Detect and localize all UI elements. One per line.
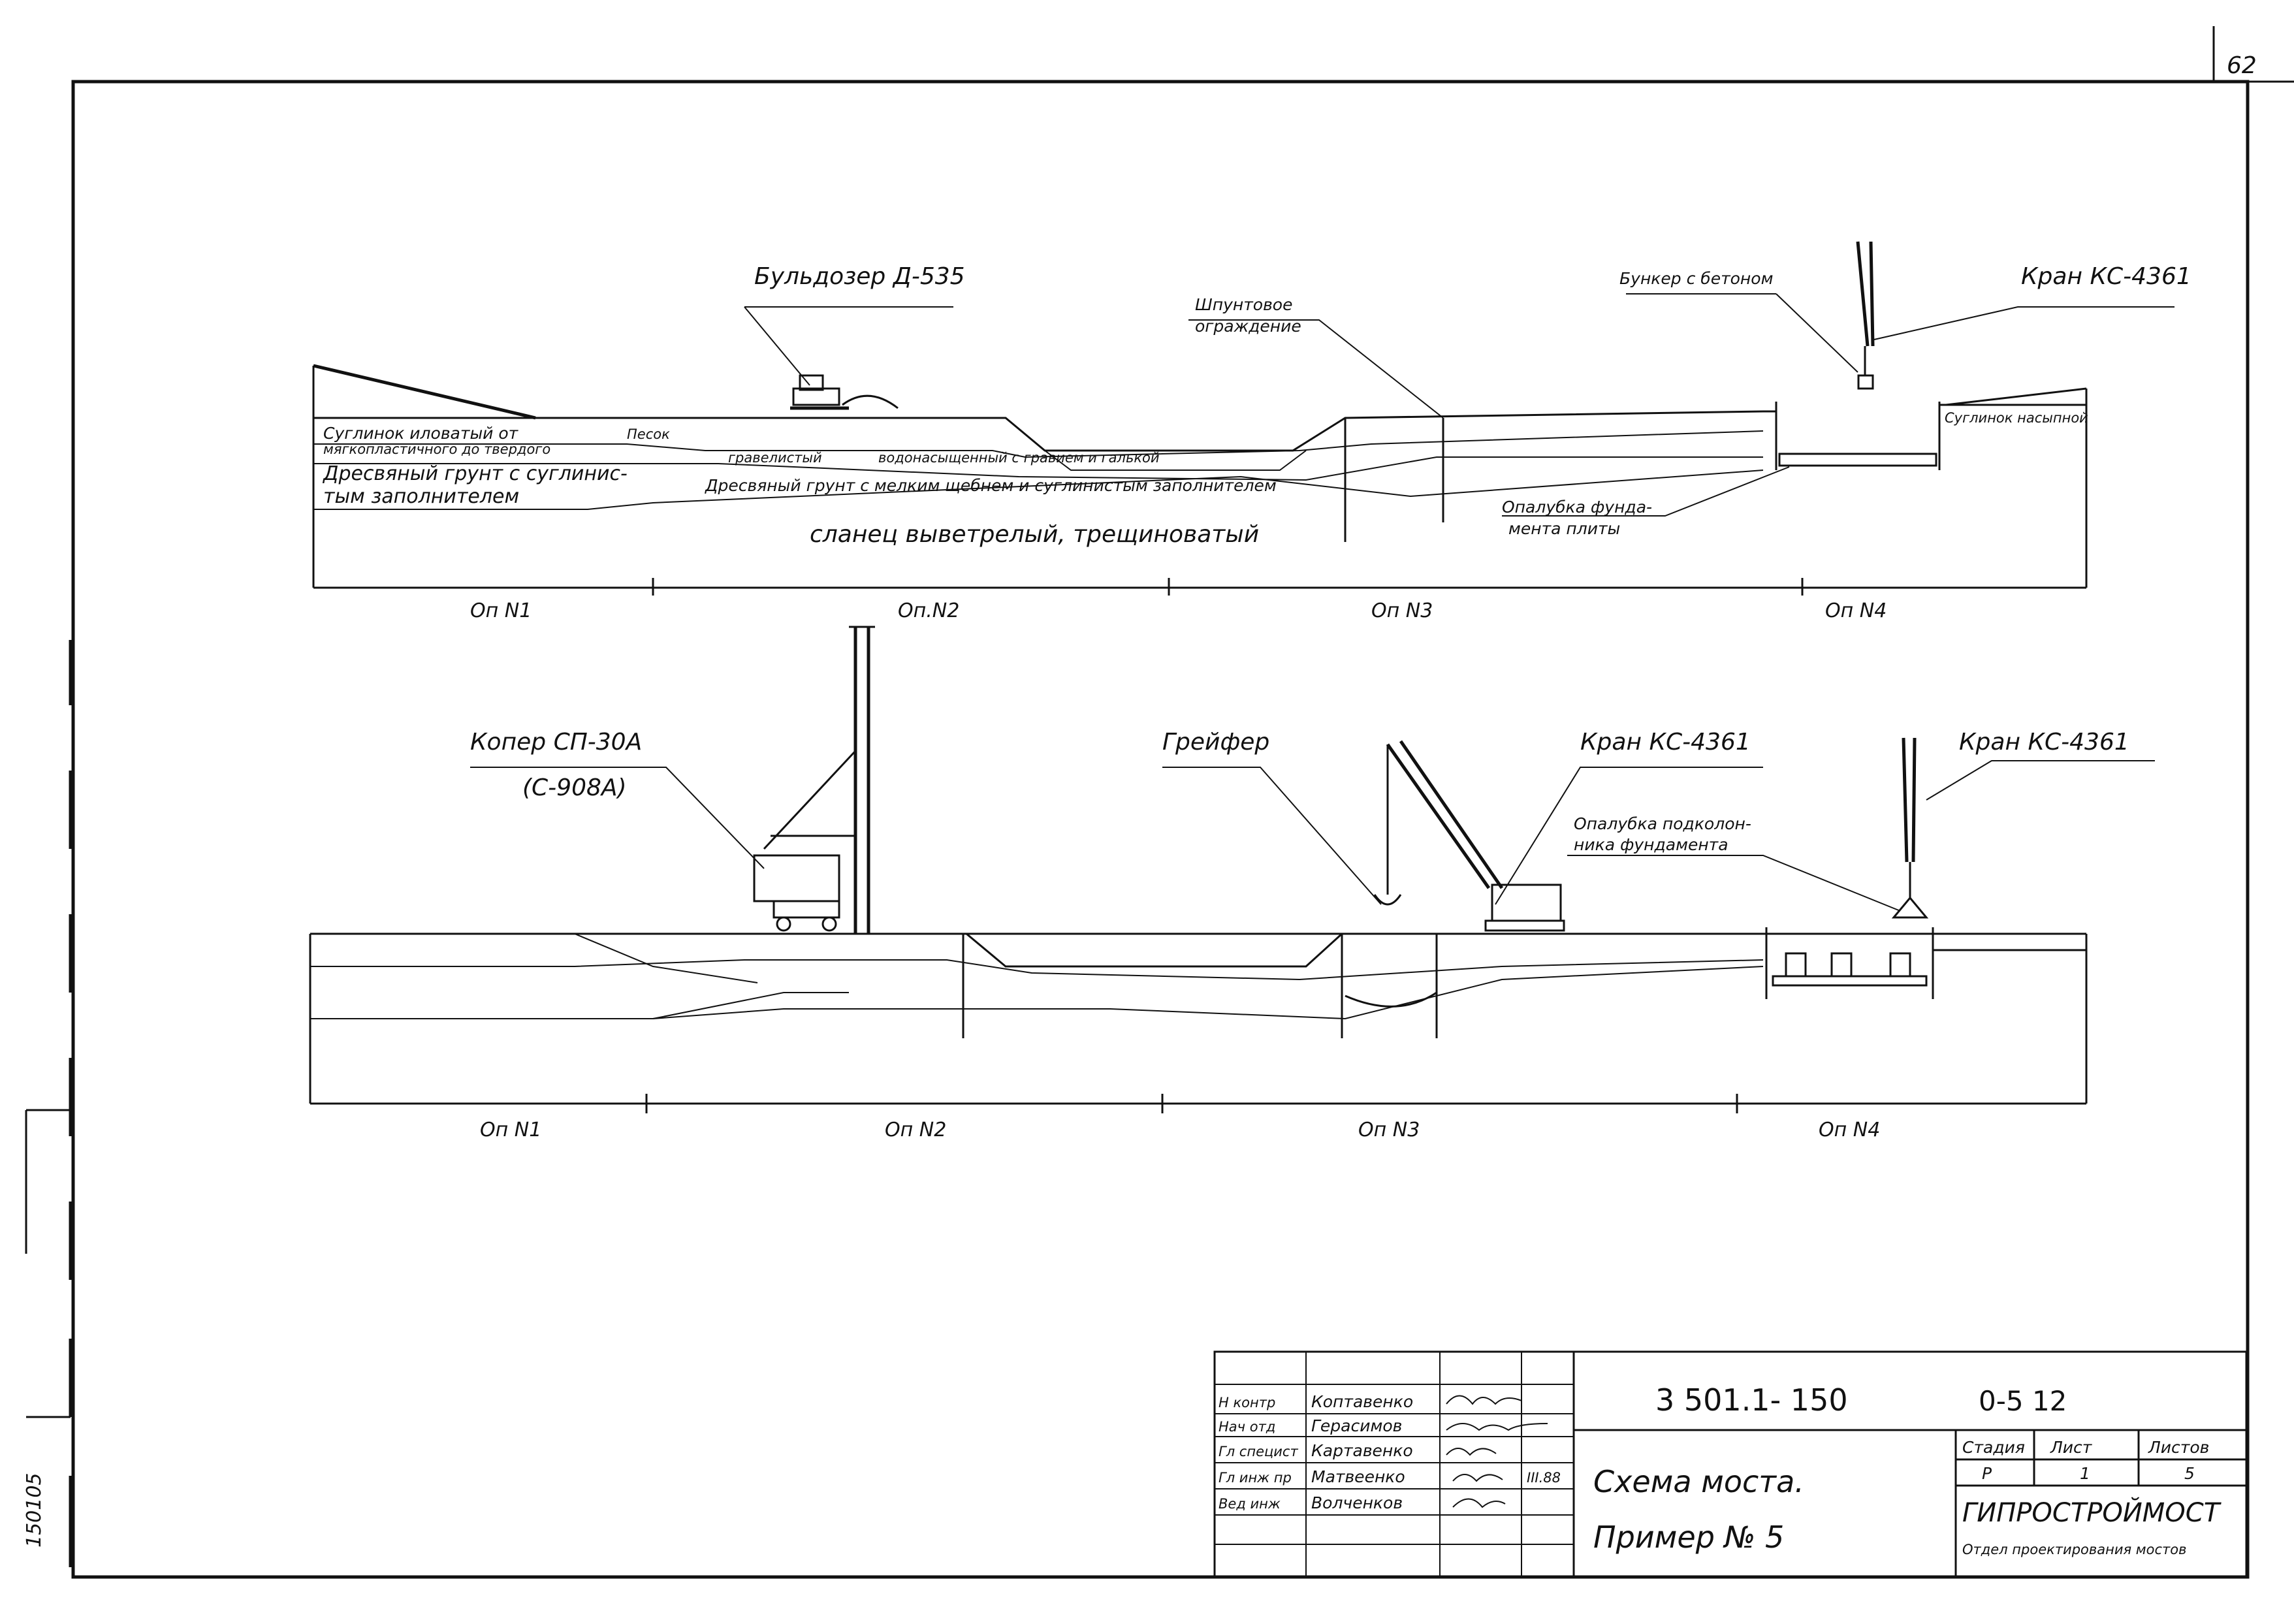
- crane-top-figure: [1856, 241, 1875, 390]
- title-block: Н контр Нач отд Гл специст Гл инж пр Вед…: [1213, 1350, 2248, 1578]
- doc-code: 3 501.1- 150: [1655, 1382, 1848, 1418]
- bottom-support-4: Оп N4: [1819, 1119, 1880, 1141]
- signature-5: [1452, 1498, 1506, 1508]
- role-5: Вед инж: [1219, 1496, 1281, 1512]
- label-crane-top: Кран КС-4361: [2021, 263, 2191, 290]
- label-shale: сланец выветрелый, трещиноватый: [810, 521, 1259, 548]
- bottom-support-1: Оп N1: [480, 1119, 541, 1141]
- signature-1: [1446, 1395, 1522, 1405]
- drawing-title-1: Схема моста.: [1593, 1464, 1804, 1499]
- top-section: Бульдозер Д-535 Шпунтовое ограждение Бун…: [312, 241, 2191, 622]
- stage-header: Стадия: [1962, 1438, 2025, 1457]
- label-formwork-col-2: ника фундамента: [1574, 835, 1728, 854]
- side-stamp: 150105: [23, 1473, 46, 1548]
- label-soil2-a: Дресвяный грунт с суглинис-: [322, 462, 628, 485]
- label-bunker: Бункер с бетоном: [1619, 269, 1773, 288]
- label-soil1-a: Суглинок иловатый от: [323, 424, 519, 443]
- dept-name: Отдел проектирования мостов: [1962, 1542, 2187, 1557]
- name-1: Коптавенко: [1311, 1392, 1413, 1411]
- role-1: Н контр: [1219, 1395, 1275, 1410]
- name-2: Герасимов: [1311, 1416, 1402, 1435]
- drawing-title-2: Пример № 5: [1593, 1520, 1784, 1555]
- org-name: ГИПРОСТРОЙМОСТ: [1962, 1497, 2222, 1528]
- label-fill-loam: Суглинок насыпной: [1945, 410, 2088, 426]
- crane-bottom-right-figure: [1891, 737, 1929, 919]
- label-sheet-pile-1: Шпунтовое: [1195, 295, 1293, 314]
- label-bulldozer: Бульдозер Д-535: [754, 263, 965, 290]
- name-5: Волченков: [1311, 1493, 1403, 1512]
- label-sand: Песок: [627, 426, 670, 442]
- label-sheet-pile-2: ограждение: [1195, 317, 1301, 336]
- bottom-support-2: Оп N2: [885, 1119, 946, 1141]
- label-crane-mid: Кран КС-4361: [1580, 729, 1751, 756]
- label-grab: Грейфер: [1162, 729, 1269, 756]
- sheet-value: 1: [2080, 1464, 2090, 1483]
- signature-2: [1446, 1423, 1548, 1431]
- doc-code-suffix: 0-5 12: [1979, 1385, 2067, 1417]
- label-water-sat: водонасыщенный с гравием и галькой: [878, 450, 1160, 466]
- top-support-3: Оп N3: [1371, 599, 1433, 622]
- role-2: Нач отд: [1219, 1419, 1275, 1435]
- role-4: Гл инж пр: [1219, 1470, 1292, 1486]
- top-support-2: Оп.N2: [898, 599, 959, 622]
- top-support-1: Оп N1: [470, 599, 532, 622]
- bulldozer-figure: [790, 374, 899, 410]
- grab-crane-figure: [1373, 740, 1565, 932]
- label-pile-driver-1: Копер СП-30А: [470, 729, 642, 756]
- top-support-4: Оп N4: [1825, 599, 1887, 622]
- label-soil3: Дресвяный грунт с мелким щебнем и суглин…: [705, 476, 1277, 495]
- label-soil2-b: тым заполнителем: [323, 485, 519, 508]
- name-4: Матвеенко: [1311, 1467, 1405, 1486]
- label-pile-driver-2: (С-908А): [522, 774, 627, 801]
- bottom-section: Копер СП-30А (С-908А) Грейфер Кран КС-43…: [309, 626, 2155, 1141]
- label-formwork-1: Опалубка фунда-: [1502, 498, 1652, 517]
- name-3: Картавенко: [1311, 1441, 1413, 1460]
- bottom-support-3: Оп N3: [1358, 1119, 1420, 1141]
- sheet-frame: 62 150105: [23, 26, 2294, 1579]
- label-crane-right: Кран КС-4361: [1959, 729, 2129, 756]
- sheets-header: Листов: [2148, 1438, 2209, 1457]
- pile-driver-figure: [753, 626, 875, 934]
- label-formwork-col-1: Опалубка подколон-: [1574, 814, 1751, 833]
- sheets-value: 5: [2184, 1464, 2195, 1483]
- date: III.88: [1527, 1470, 1561, 1486]
- signature-3: [1446, 1448, 1497, 1456]
- label-soil1-b: мягкопластичного до твердого: [323, 441, 550, 457]
- stage-value: Р: [1982, 1464, 1992, 1483]
- role-3: Гл специст: [1219, 1444, 1298, 1459]
- label-gravel: гравелистый: [728, 450, 822, 466]
- sheet-header: Лист: [2050, 1438, 2093, 1457]
- sheet-number: 62: [2227, 52, 2257, 79]
- signature-4: [1452, 1474, 1503, 1482]
- label-formwork-2: мента плиты: [1508, 519, 1620, 538]
